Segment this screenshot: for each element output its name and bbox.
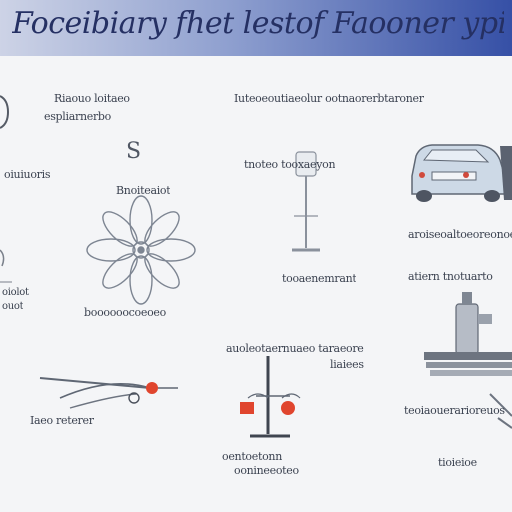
- label-flower-bottom: boooooocoeoeo: [84, 306, 166, 319]
- label-machine: atiern tnotuarto: [408, 270, 493, 283]
- standing-lamp-figure: [292, 151, 320, 252]
- label-lamp-caption: tooaenemrant: [282, 272, 357, 285]
- label-stand-caption-2: oonineeoteo: [234, 464, 299, 477]
- vehicle-figure: [411, 144, 512, 202]
- label-right-bottom-1: teoiaouerarioreuos: [404, 404, 505, 417]
- label-balance-2: liaiees: [330, 358, 364, 371]
- hand-tool-figure: [39, 377, 178, 409]
- label-right-bottom-2: tioieioe: [438, 456, 477, 469]
- balance-stand-figure: [240, 356, 301, 438]
- label-top-left-2: espliarnerbo: [44, 110, 111, 123]
- label-stand-caption-1: oentoetonn: [222, 450, 282, 463]
- label-top-left-1: Riaouo loitaeo: [54, 92, 130, 105]
- label-flower-caption: Bnoiteaiot: [116, 184, 171, 197]
- label-left-low-1: oiolot: [2, 287, 29, 298]
- flower-fan-figure: [86, 195, 196, 305]
- banner-title: Foceibiary fhet lestof Faooner ypity: [12, 6, 504, 41]
- industrial-machine-figure: [424, 292, 512, 429]
- left-edge-device-figure: [0, 95, 12, 283]
- label-balance: auoleotaernuaeo taraeore: [226, 342, 364, 355]
- title-banner: Foceibiary fhet lestof Faooner ypity: [0, 0, 512, 56]
- label-car-caption: aroiseoaltoeoreonoe: [408, 228, 512, 241]
- label-left-mid: oiuiuoris: [4, 168, 51, 181]
- label-left-low-2: ouot: [2, 301, 24, 312]
- label-tool-caption: Iaeo reterer: [30, 414, 94, 427]
- label-left-glyph: S: [126, 140, 141, 164]
- label-top-center: Iuteoeoutiaeolur ootnaorerbtaroner: [234, 92, 424, 105]
- label-lamp: tnoteo tooxaeyon: [244, 158, 336, 171]
